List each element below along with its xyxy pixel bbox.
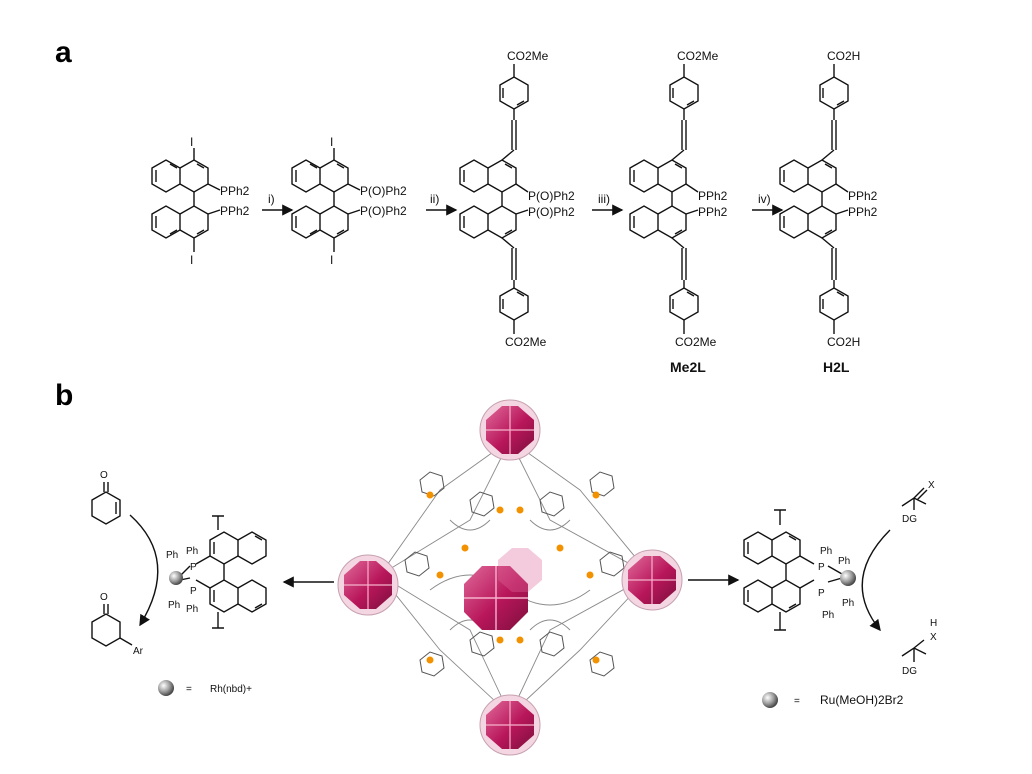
p-atom bbox=[556, 544, 564, 552]
c5-bottom: CO2H bbox=[827, 335, 860, 349]
rh-metal-sphere bbox=[169, 571, 183, 585]
right-ph-3: Ph bbox=[842, 598, 854, 609]
reagent-iii: iii) bbox=[598, 192, 610, 206]
c4-name: Me2L bbox=[670, 359, 706, 375]
c2-bottom: I bbox=[330, 253, 333, 267]
c3-bottom: CO2Me bbox=[505, 335, 547, 349]
right-product-h: H bbox=[930, 618, 937, 629]
right-legend-eq: = bbox=[794, 696, 800, 707]
cluster-node-center bbox=[464, 566, 528, 630]
c3-p2: P(O)Ph2 bbox=[528, 205, 575, 219]
reagent-i: i) bbox=[268, 192, 275, 206]
c4-p2: PPh2 bbox=[698, 205, 728, 219]
c1-top: I bbox=[190, 135, 193, 149]
c3-top: CO2Me bbox=[507, 49, 549, 63]
p-atom bbox=[496, 506, 504, 514]
left-ph-4: Ph bbox=[186, 604, 198, 615]
p-atom bbox=[426, 656, 434, 664]
c5-p2: PPh2 bbox=[848, 205, 878, 219]
p-atom bbox=[436, 571, 444, 579]
c2-top: I bbox=[330, 135, 333, 149]
p-atom bbox=[586, 571, 594, 579]
right-legend-sphere bbox=[762, 692, 778, 708]
c5-p1: PPh2 bbox=[848, 189, 878, 203]
right-ph-4: Ph bbox=[822, 610, 834, 621]
left-p-2: P bbox=[190, 586, 197, 597]
c2-p2: P(O)Ph2 bbox=[360, 204, 407, 218]
compound-5: CO2H CO2H PPh2 PPh2 H2L bbox=[779, 49, 878, 375]
right-substrate-x: X bbox=[928, 480, 935, 491]
right-legend-metal: Ru(MeOH)2Br2 bbox=[820, 693, 904, 707]
right-ph-2: Ph bbox=[838, 556, 850, 567]
cluster-node-top bbox=[479, 399, 541, 461]
cluster-node-bottom bbox=[479, 694, 541, 756]
c4-bottom: CO2Me bbox=[675, 335, 717, 349]
left-product-o: O bbox=[100, 592, 108, 603]
left-ph-2: Ph bbox=[186, 546, 198, 557]
right-product-x: X bbox=[930, 632, 937, 643]
left-ph-3: Ph bbox=[168, 600, 180, 611]
c4-top: CO2Me bbox=[677, 49, 719, 63]
phosphorus-atoms bbox=[426, 491, 600, 664]
left-substrate-o: O bbox=[100, 470, 108, 481]
left-legend-eq: = bbox=[186, 684, 192, 695]
right-p-2: P bbox=[818, 588, 825, 599]
p-atom bbox=[592, 491, 600, 499]
c5-name: H2L bbox=[823, 359, 850, 375]
c4-p1: PPh2 bbox=[698, 189, 728, 203]
left-legend-metal: Rh(nbd)+ bbox=[210, 684, 252, 695]
compound-1: I I PPh2 PPh2 bbox=[151, 135, 250, 267]
cluster-node-left bbox=[337, 554, 399, 616]
right-product-dg: DG bbox=[902, 666, 917, 677]
c1-bottom: I bbox=[190, 253, 193, 267]
c1-p1: PPh2 bbox=[220, 184, 250, 198]
cluster-node-back bbox=[498, 548, 542, 592]
left-ph-1: Ph bbox=[166, 550, 178, 561]
p-atom bbox=[592, 656, 600, 664]
ru-metal-sphere bbox=[840, 570, 856, 586]
panel-a-label: a bbox=[55, 36, 72, 69]
panel-b-label: b bbox=[55, 379, 73, 412]
right-catalysis: P P Ph Ph Ph Ph X DG H X DG = Ru(MeOH)2B… bbox=[743, 480, 937, 708]
right-p-1: P bbox=[818, 562, 825, 573]
left-product-ar: Ar bbox=[133, 646, 144, 657]
compound-3: CO2Me CO2Me P(O)Ph2 P(O)Ph2 bbox=[459, 49, 575, 349]
p-atom bbox=[461, 544, 469, 552]
left-legend-sphere bbox=[158, 680, 174, 696]
c3-p1: P(O)Ph2 bbox=[528, 189, 575, 203]
right-substrate-dg: DG bbox=[902, 514, 917, 525]
left-p-1: P bbox=[190, 562, 197, 573]
compound-2: I I P(O)Ph2 P(O)Ph2 bbox=[291, 135, 407, 267]
p-atom bbox=[516, 636, 524, 644]
cluster-node-right bbox=[621, 549, 683, 611]
c5-top: CO2H bbox=[827, 49, 860, 63]
p-atom bbox=[496, 636, 504, 644]
reagent-iv: iv) bbox=[758, 192, 771, 206]
p-atom bbox=[426, 491, 434, 499]
c1-p2: PPh2 bbox=[220, 204, 250, 218]
left-catalysis: O O Ar Ph Ph Ph Ph P P = Rh(nbd)+ bbox=[91, 470, 267, 696]
right-ph-1: Ph bbox=[820, 546, 832, 557]
reagent-ii: ii) bbox=[430, 192, 439, 206]
p-atom bbox=[516, 506, 524, 514]
compound-4: CO2Me CO2Me PPh2 PPh2 Me2L bbox=[629, 49, 728, 375]
c2-p1: P(O)Ph2 bbox=[360, 184, 407, 198]
